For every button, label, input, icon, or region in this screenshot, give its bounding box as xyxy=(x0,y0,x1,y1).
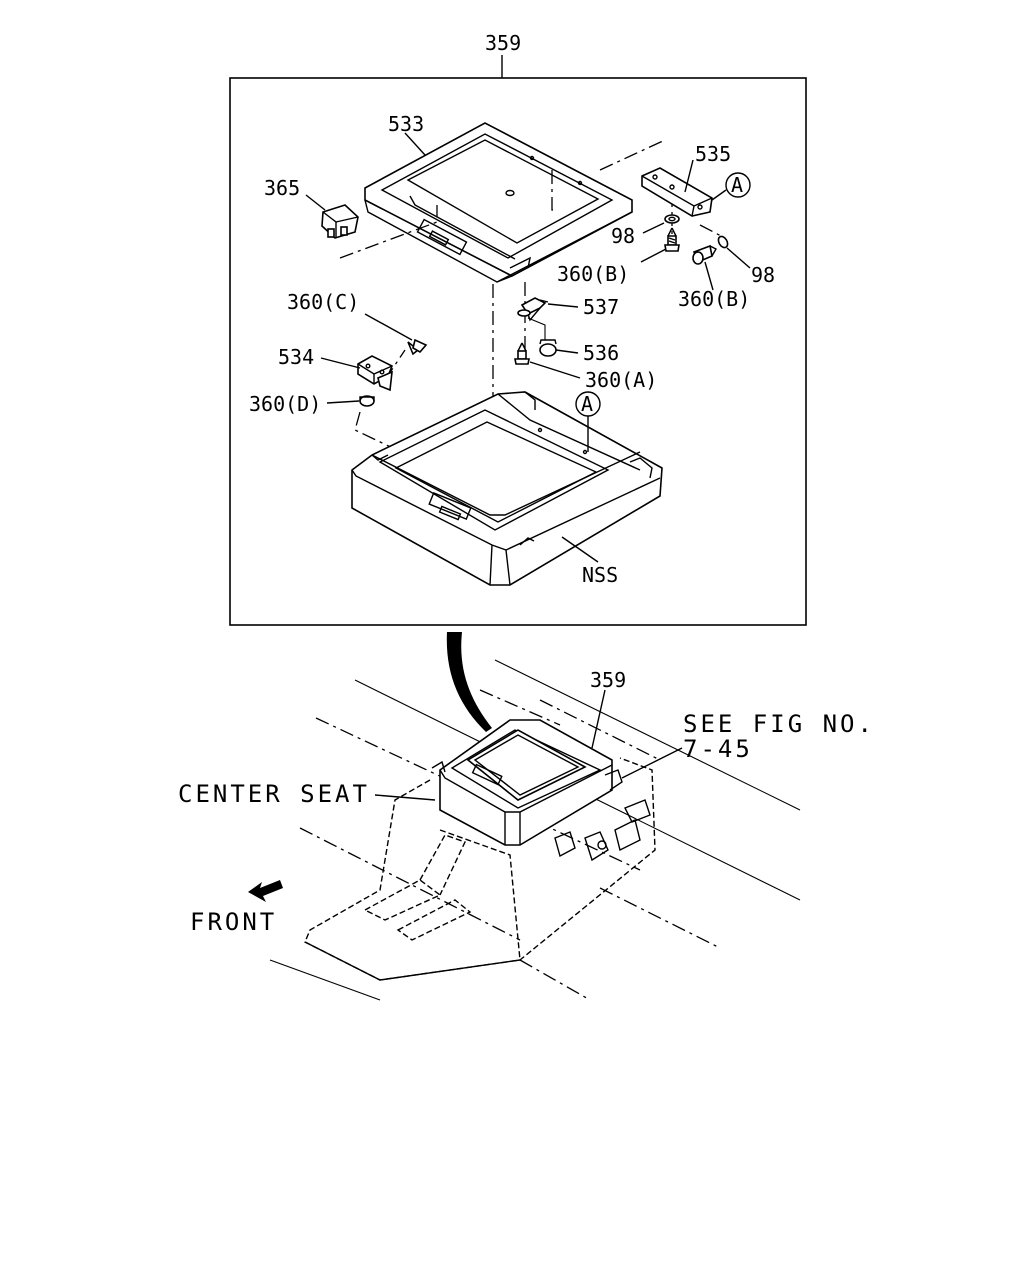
label-360b-left: 360(B) xyxy=(557,262,629,286)
centerline-washer-right xyxy=(699,224,726,239)
label-533: 533 xyxy=(388,112,424,136)
label-535: 535 xyxy=(695,142,731,166)
leader-360a xyxy=(529,361,581,379)
washer-98-right xyxy=(717,235,729,249)
detail-frame xyxy=(229,77,807,626)
leader-536 xyxy=(555,349,579,354)
leader-359-bottom xyxy=(591,689,606,749)
leader-360b-right xyxy=(704,261,714,291)
screw-360b-left xyxy=(664,227,680,252)
label-circle-a-top: A xyxy=(731,173,743,197)
reference-circle-a-top xyxy=(725,172,751,198)
label-98-left: 98 xyxy=(611,224,635,248)
leader-360c xyxy=(364,313,413,341)
label-front: FRONT xyxy=(190,908,277,936)
centerline-lid xyxy=(551,170,555,211)
centerline-bracket xyxy=(599,139,666,171)
base-nss xyxy=(351,391,663,586)
label-360b-right: 360(B) xyxy=(678,287,750,311)
label-circle-a-bottom: A xyxy=(581,392,593,416)
label-537: 537 xyxy=(583,295,619,319)
label-center-seat: CENTER SEAT xyxy=(178,780,370,808)
lid-533 xyxy=(364,122,633,283)
screw-360c xyxy=(407,338,428,356)
clip-link xyxy=(527,317,546,340)
console-armrest-359 xyxy=(431,719,623,846)
screw-360b-right xyxy=(692,244,717,265)
leader-535 xyxy=(684,159,694,193)
label-nss: NSS xyxy=(582,563,618,587)
bracket-535 xyxy=(641,167,713,217)
label-359-bottom: 359 xyxy=(590,668,626,692)
grommet-360d xyxy=(359,395,375,407)
leader-365 xyxy=(305,194,326,211)
label-fig-number: 7-45 xyxy=(683,735,753,763)
grommet-536 xyxy=(539,339,557,357)
label-360a: 360(A) xyxy=(585,368,657,392)
label-360d: 360(D) xyxy=(249,392,321,416)
callout-arc xyxy=(446,632,492,732)
label-365: 365 xyxy=(264,176,300,200)
leader-98-left xyxy=(642,222,665,234)
leader-360d xyxy=(326,400,360,404)
centerline-switch xyxy=(339,205,438,259)
leader-circle-a-top xyxy=(711,189,727,201)
label-see-fig: SEE FIG NO. xyxy=(683,710,875,738)
hinge-534 xyxy=(357,355,394,392)
leader-nss xyxy=(561,536,599,563)
front-arrow-icon xyxy=(248,880,283,902)
label-534: 534 xyxy=(278,345,314,369)
leader-534 xyxy=(320,357,361,369)
washer-98-left xyxy=(664,214,680,224)
leader-360b-left xyxy=(640,248,667,263)
console-body xyxy=(304,757,656,981)
leader-537 xyxy=(547,303,579,308)
label-359-top: 359 xyxy=(485,31,521,55)
label-360c: 360(C) xyxy=(287,290,359,314)
leader-98-right xyxy=(726,247,751,269)
screw-360a xyxy=(514,342,530,365)
label-536: 536 xyxy=(583,341,619,365)
leader-center-seat xyxy=(374,794,436,801)
label-98-right: 98 xyxy=(751,263,775,287)
switch-365 xyxy=(321,204,359,239)
clip-537 xyxy=(517,297,549,322)
leader-533 xyxy=(404,132,426,156)
leader-see-fig xyxy=(621,747,683,779)
